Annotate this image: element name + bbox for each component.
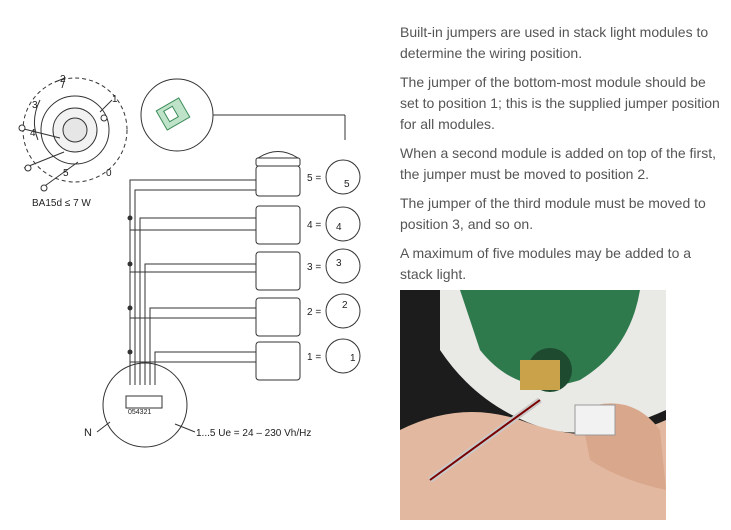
jumper-photo	[400, 290, 666, 520]
module-label-4: 4 =	[307, 220, 321, 231]
jumper-photo-svg	[400, 290, 666, 520]
paragraph-4: The jumper of the third module must be m…	[400, 195, 706, 232]
module-label-1: 1 =	[307, 352, 321, 363]
voltage-label: 1...5 Ue = 24 – 230 Vh/Hz	[196, 428, 311, 439]
base-socket	[96, 362, 196, 448]
instruction-text: Built-in jumpers are used in stack light…	[400, 22, 720, 293]
jumper-circle-3	[325, 248, 361, 284]
lamp-dial	[18, 77, 128, 192]
stack-modules	[255, 151, 301, 381]
dial-number-4: 4	[30, 128, 36, 139]
paragraph-1: Built-in jumpers are used in stack light…	[400, 24, 709, 61]
dial-number-1: 1	[112, 94, 118, 105]
jumper-label-5: 5	[344, 179, 350, 190]
paragraph-5: A maximum of five modules may be added t…	[400, 245, 692, 282]
lamp-label: BA15d ≤ 7 W	[32, 198, 91, 209]
paragraph-3: When a second module is added on top of …	[400, 145, 716, 182]
wiring-diagram: 2 3 1 4 5 0 BA15d ≤ 7 W	[18, 74, 361, 448]
dial-number-2: 2	[60, 74, 66, 85]
module-label-2: 2 =	[307, 307, 321, 318]
jumper-label-4: 4	[336, 222, 342, 233]
paragraph-2: The jumper of the bottom-most module sho…	[400, 74, 720, 132]
jumper-detail	[140, 78, 346, 152]
jumper-circle-5	[325, 159, 361, 195]
wiring-lines	[129, 179, 256, 385]
jumper-label-1: 1	[350, 353, 356, 364]
wiring-diagram-svg: 2 3 1 4 5 0 BA15d ≤ 7 W	[18, 74, 361, 448]
base-terminals: 054321	[128, 409, 151, 416]
n-label: N	[84, 427, 92, 439]
dial-number-5: 5	[63, 168, 69, 179]
jumper-circle-2	[325, 293, 361, 329]
jumper-circle-4	[325, 206, 361, 242]
module-label-3: 3 =	[307, 262, 321, 273]
jumper-label-2: 2	[342, 300, 348, 311]
dial-number-0: 0	[106, 168, 112, 179]
jumper-label-3: 3	[336, 258, 342, 269]
module-label-5: 5 =	[307, 173, 321, 184]
dial-number-3: 3	[32, 100, 38, 111]
jumper-circle-1	[325, 338, 361, 374]
